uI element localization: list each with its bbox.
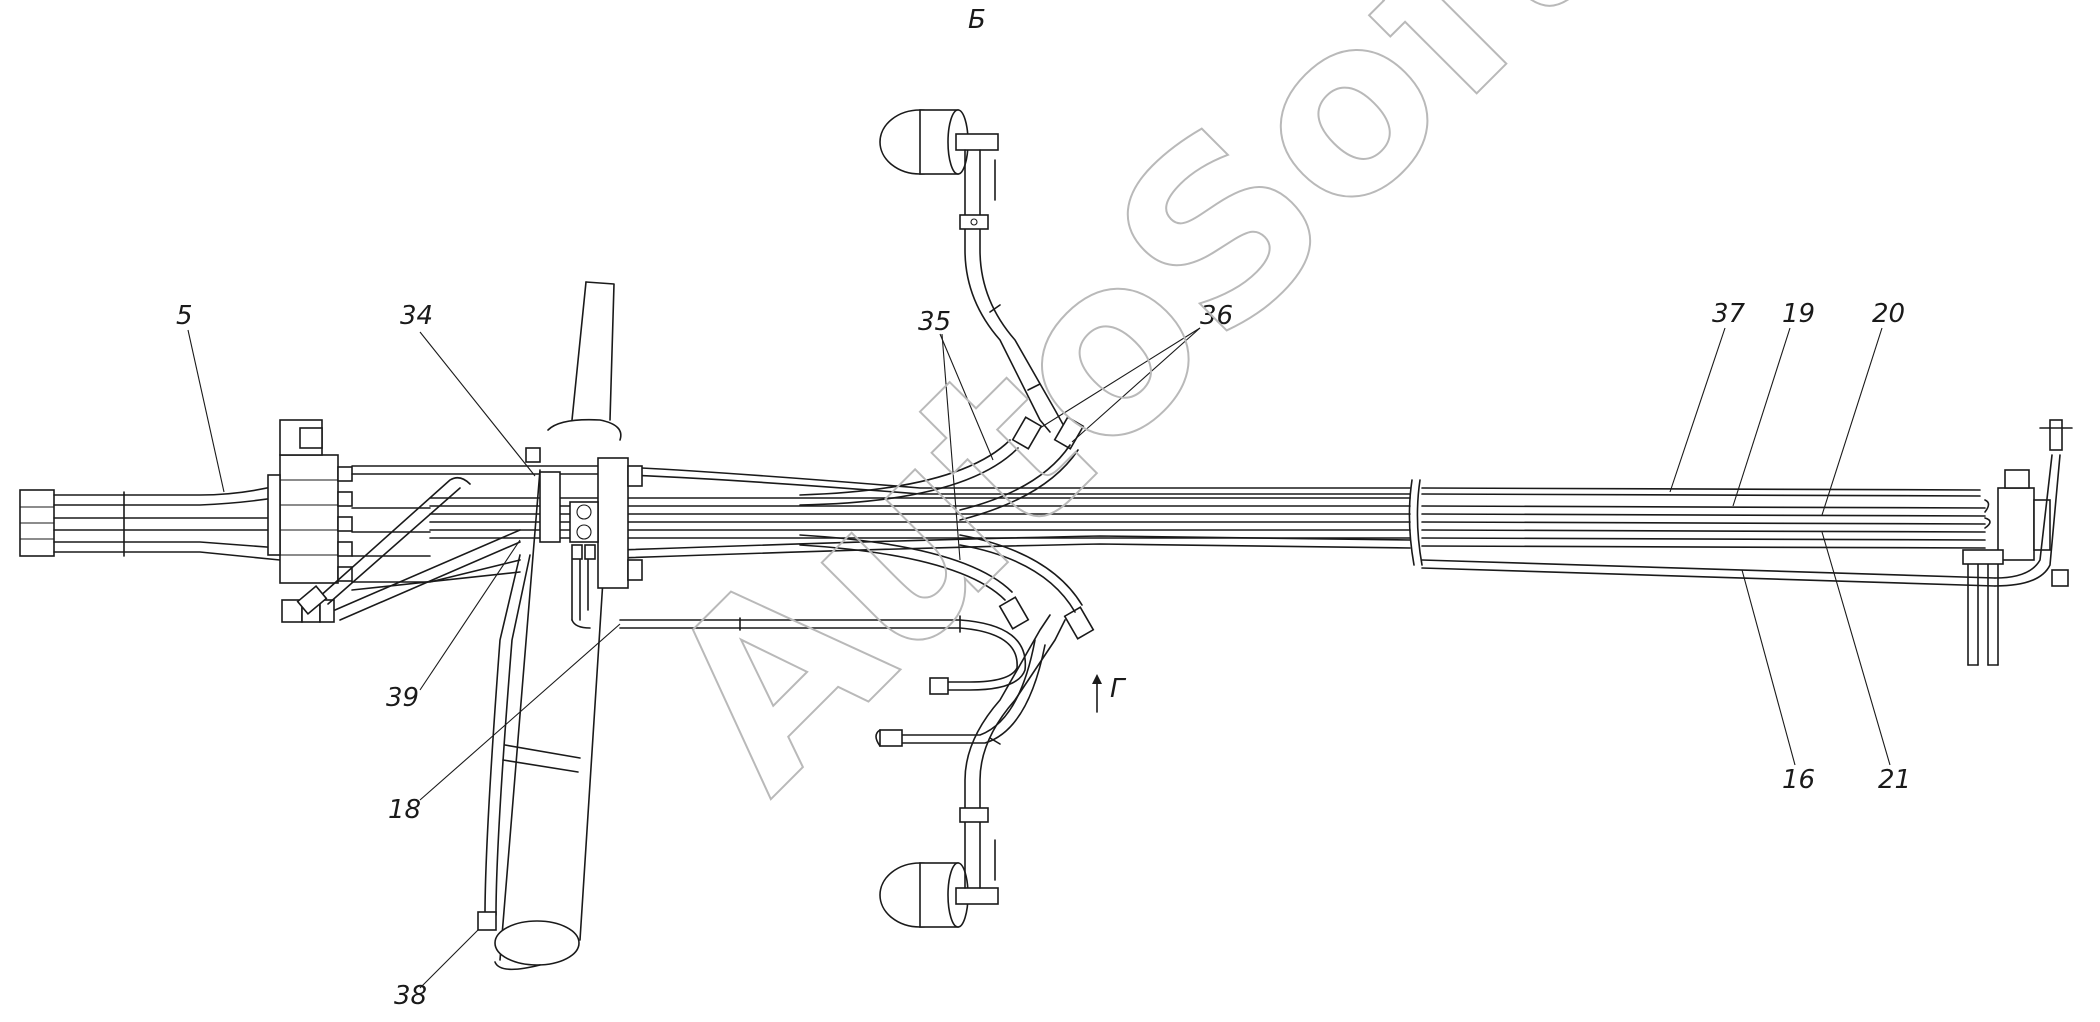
callout-36: 36 xyxy=(1200,301,1233,331)
callout-5: 5 xyxy=(176,301,193,331)
watermark: AutoSoft xyxy=(612,0,1654,840)
arrow-label: Г xyxy=(1110,674,1127,704)
lower-cylinder-assembly xyxy=(619,534,1095,928)
view-arrow: Г xyxy=(1092,674,1127,713)
callout-39: 39 xyxy=(386,683,419,713)
callout-34: 34 xyxy=(400,301,433,331)
cross-hoses xyxy=(296,476,521,621)
callout-18: 18 xyxy=(388,795,421,825)
callout-19: 19 xyxy=(1782,299,1815,329)
left-hose-bundle xyxy=(19,484,281,561)
callouts: 5 34 35 36 37 19 20 21 16 18 39 38 xyxy=(176,299,1911,1011)
callout-21: 21 xyxy=(1878,765,1911,795)
callout-16: 16 xyxy=(1782,765,1815,795)
view-label: Б xyxy=(968,5,986,35)
callout-37: 37 xyxy=(1712,299,1746,329)
callout-38: 38 xyxy=(394,981,427,1011)
callout-35: 35 xyxy=(918,307,951,337)
vertical-cylinder xyxy=(477,281,622,971)
right-end-block xyxy=(1962,419,2073,666)
valve-block xyxy=(267,419,353,623)
upper-cylinder-assembly xyxy=(799,109,1085,521)
callout-20: 20 xyxy=(1872,299,1905,329)
mid-valve-block xyxy=(525,447,643,629)
